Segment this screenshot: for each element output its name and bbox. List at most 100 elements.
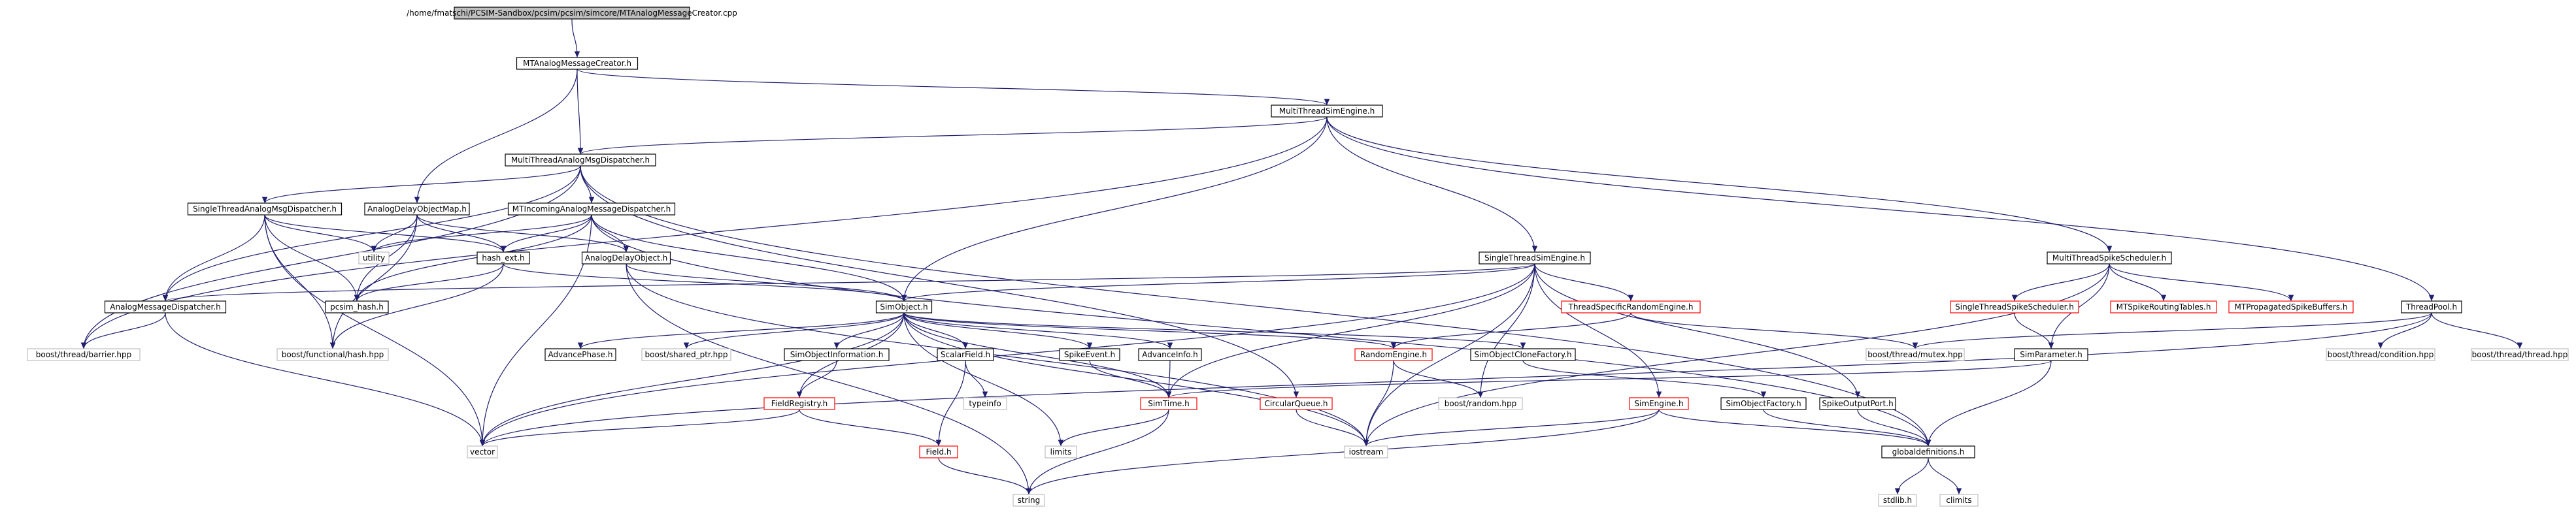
edge-simobj-to-soinfo xyxy=(833,312,905,349)
edge-stse-to-spop xyxy=(1534,263,1861,398)
node-label: ScalarField.h xyxy=(941,350,990,359)
node-stse[interactable]: SingleThreadSimEngine.h xyxy=(1479,251,1591,265)
node-box xyxy=(2326,348,2435,361)
node-box xyxy=(507,202,676,216)
node-mutex: boost/thread/mutex.hpp xyxy=(1865,348,1965,361)
node-adobj[interactable]: AnalogDelayObject.h xyxy=(581,251,671,265)
node-spop[interactable]: SpikeOutputPort.h xyxy=(1819,397,1896,410)
node-label: AnalogMessageDispatcher.h xyxy=(110,302,220,312)
node-ado[interactable]: AnalogDelayObjectMap.h xyxy=(364,202,470,216)
node-rnd[interactable]: RandomEngine.h xyxy=(1354,348,1433,361)
edge-stamd-to-utility xyxy=(264,214,377,253)
node-box xyxy=(358,251,390,265)
node-soinfo[interactable]: SimObjectInformation.h xyxy=(784,348,890,361)
node-mtamc[interactable]: MTAnalogMessageCreator.h xyxy=(516,57,639,70)
node-box xyxy=(2401,300,2462,313)
node-label: SingleThreadSpikeScheduler.h xyxy=(1955,302,2074,312)
edge-stse-to-vector xyxy=(479,263,1535,447)
node-utility: utility xyxy=(358,251,390,265)
node-stamd[interactable]: SingleThreadAnalogMsgDispatcher.h xyxy=(187,202,343,216)
node-label: hash_ext.h xyxy=(482,253,524,263)
node-box xyxy=(1629,397,1689,410)
node-label: typeinfo xyxy=(969,399,1001,408)
edge-mtss-to-iostream xyxy=(1363,263,2110,447)
edge-simobj-to-iostream xyxy=(903,312,1369,447)
node-sof[interactable]: SimObjectFactory.h xyxy=(1720,397,1807,410)
node-hash[interactable]: hash_ext.h xyxy=(477,251,530,265)
node-root[interactable]: /home/fmatschi/PCSIM-Sandbox/pcsim/pcsim… xyxy=(407,7,737,20)
node-pcsimhash[interactable]: pcsim_hash.h xyxy=(325,300,389,313)
node-label: AdvancePhase.h xyxy=(548,350,613,359)
edge-mtiamd-to-simobj xyxy=(591,214,907,302)
edge-sime-to-string xyxy=(1026,409,1660,495)
node-tpool[interactable]: ThreadPool.h xyxy=(2401,300,2462,313)
node-freg[interactable]: FieldRegistry.h xyxy=(763,397,835,410)
node-fhash: boost/functional/hash.hpp xyxy=(276,348,389,361)
node-socf[interactable]: SimObjectCloneFactory.h xyxy=(1470,348,1576,361)
edge-globdef-to-climits xyxy=(1928,457,1962,495)
node-bthread: boost/thread/thread.hpp xyxy=(2471,348,2569,361)
edge-mtamd-to-mtiamd xyxy=(580,165,595,204)
node-label: RandomEngine.h xyxy=(1360,350,1427,359)
node-simparam[interactable]: SimParameter.h xyxy=(2014,348,2088,361)
node-box xyxy=(1865,348,1965,361)
node-simtime[interactable]: SimTime.h xyxy=(1140,397,1197,410)
edge-stse-to-simtime xyxy=(1165,263,1535,398)
node-mtiamd[interactable]: MTIncomingAnalogMessageDispatcher.h xyxy=(507,202,676,216)
edge-layer xyxy=(80,18,2523,495)
node-amd[interactable]: AnalogMessageDispatcher.h xyxy=(104,300,227,313)
node-label: MultiThreadAnalogMsgDispatcher.h xyxy=(511,155,650,165)
node-label: globaldefinitions.h xyxy=(1892,447,1965,457)
edge-hash-to-simobj xyxy=(503,263,907,302)
edge-advinfo-to-simtime xyxy=(1165,360,1172,398)
edge-simobj-to-socf xyxy=(903,312,1526,349)
node-barrier: boost/thread/barrier.hpp xyxy=(27,348,141,361)
node-spev[interactable]: SpikeEvent.h xyxy=(1059,348,1120,361)
node-tsre[interactable]: ThreadSpecificRandomEngine.h xyxy=(1561,300,1701,313)
edge-stse-to-iostream xyxy=(1363,263,1535,447)
edge-tpool-to-bthread xyxy=(2431,312,2523,349)
node-label: AnalogDelayObjectMap.h xyxy=(367,204,467,214)
edge-spev-to-simtime xyxy=(1089,360,1172,398)
edge-mtamc-to-ado xyxy=(414,69,578,204)
edge-mtse-to-tpool xyxy=(1326,116,2435,302)
node-mtamd[interactable]: MultiThreadAnalogMsgDispatcher.h xyxy=(505,153,656,167)
edge-mtiamd-to-vector xyxy=(479,214,592,447)
node-field[interactable]: Field.h xyxy=(919,445,958,458)
node-label: AnalogDelayObject.h xyxy=(585,253,667,263)
edge-soinfo-to-freg xyxy=(796,360,837,398)
node-globdef[interactable]: globaldefinitions.h xyxy=(1881,445,1975,458)
node-scalar[interactable]: ScalarField.h xyxy=(937,348,994,361)
node-box xyxy=(505,153,656,167)
node-advinfo[interactable]: AdvanceInfo.h xyxy=(1138,348,1202,361)
edge-simobj-to-vector xyxy=(479,312,905,447)
node-label: ThreadSpecificRandomEngine.h xyxy=(1568,302,1694,312)
node-box xyxy=(1260,397,1333,410)
node-stss[interactable]: SingleThreadSpikeScheduler.h xyxy=(1950,300,2079,313)
node-label: SpikeOutputPort.h xyxy=(1822,399,1893,408)
node-simobj[interactable]: SimObject.h xyxy=(875,300,933,313)
node-advph[interactable]: AdvancePhase.h xyxy=(544,348,616,361)
edge-mtse-to-simobj xyxy=(901,116,1328,302)
node-box xyxy=(1561,300,1701,313)
node-box xyxy=(364,202,470,216)
node-label: ThreadPool.h xyxy=(2405,302,2457,312)
node-label: SimTime.h xyxy=(1148,399,1189,408)
edge-mtamc-to-mtamd xyxy=(577,69,584,155)
node-mtpsb[interactable]: MTPropagatedSpikeBuffers.h xyxy=(2228,300,2354,313)
edge-stse-to-amd xyxy=(163,263,1535,302)
node-box xyxy=(2471,348,2569,361)
edge-mtamd-to-amd xyxy=(162,165,581,302)
node-label: SimObjectInformation.h xyxy=(790,350,884,359)
node-label: boost/functional/hash.hpp xyxy=(282,350,384,359)
node-cq[interactable]: CircularQueue.h xyxy=(1260,397,1333,410)
node-shptr: boost/shared_ptr.hpp xyxy=(641,348,731,361)
node-sime[interactable]: SimEngine.h xyxy=(1629,397,1689,410)
node-box xyxy=(1878,494,1917,507)
node-label: MTPropagatedSpikeBuffers.h xyxy=(2235,302,2348,312)
node-mtse[interactable]: MultiThreadSimEngine.h xyxy=(1271,104,1383,118)
node-mtsrt[interactable]: MTSpikeRoutingTables.h xyxy=(2110,300,2217,313)
edge-socf-to-sof xyxy=(1522,360,1767,398)
node-mtss[interactable]: MultiThreadSpikeScheduler.h xyxy=(2047,251,2172,265)
